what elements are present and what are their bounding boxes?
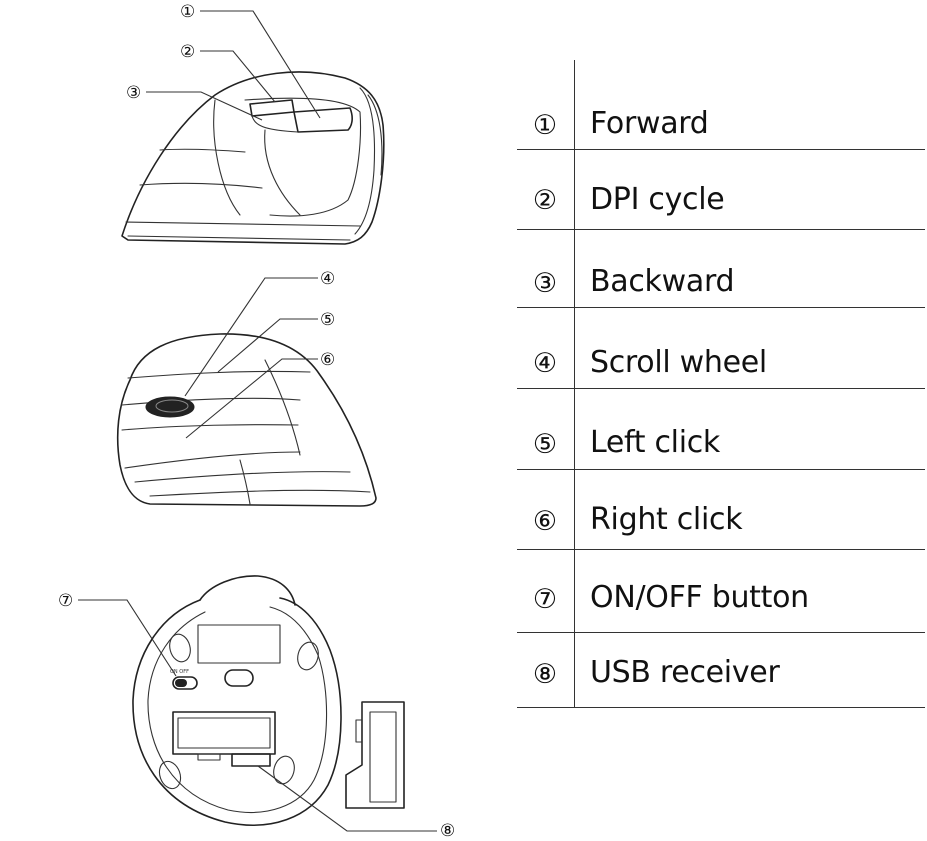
svg-text:①: ① [180, 2, 195, 22]
callout-8: ⑧ [257, 765, 455, 841]
svg-text:③: ③ [126, 83, 141, 103]
svg-text:ON OFF: ON OFF [170, 669, 189, 675]
legend-row: ⑧ USB receiver [517, 633, 925, 708]
callout-1: ① [180, 2, 321, 119]
callout-7: ⑦ [58, 591, 177, 677]
svg-text:④: ④ [320, 269, 335, 289]
legend-label: USB receiver [590, 655, 780, 690]
legend-row: ④ Scroll wheel [517, 308, 925, 389]
legend-row: ⑤ Left click [517, 389, 925, 470]
legend-rule [517, 468, 925, 470]
legend-number: ⑥ [532, 506, 558, 537]
legend-rule [517, 228, 925, 230]
legend-label: Forward [590, 106, 709, 141]
legend-number: ⑤ [532, 429, 558, 460]
legend-rule [517, 148, 925, 150]
legend-number: ④ [532, 348, 558, 379]
legend-row: ② DPI cycle [517, 150, 925, 230]
legend-number: ⑧ [532, 659, 558, 690]
legend-label: Backward [590, 264, 735, 299]
callout-5: ⑤ [217, 310, 335, 373]
legend-table: ① Forward ② DPI cycle ③ Backward ④ Scrol… [517, 60, 925, 708]
legend-rule [517, 631, 925, 633]
mouse-front-view-icon [116, 333, 377, 507]
legend-row: ⑦ ON/OFF button [517, 550, 925, 633]
callout-6: ⑥ [185, 350, 335, 439]
legend-number: ② [532, 185, 558, 216]
callout-3: ③ [126, 83, 263, 121]
legend-rule [517, 548, 925, 550]
legend-number: ① [532, 110, 558, 141]
callout-4: ④ [184, 269, 335, 397]
legend-rule [517, 306, 925, 308]
svg-text:⑤: ⑤ [320, 310, 335, 330]
legend-rule [517, 706, 925, 708]
legend-label: Left click [590, 425, 721, 460]
legend-number: ⑦ [532, 584, 558, 615]
mouse-bottom-view-icon: ON OFF [132, 575, 342, 826]
legend-label: Right click [590, 502, 743, 537]
legend-label: Scroll wheel [590, 345, 767, 380]
mouse-side-view-icon [121, 71, 385, 245]
legend-label: ON/OFF button [590, 580, 809, 615]
legend-row: ⑥ Right click [517, 470, 925, 550]
legend-row: ① Forward [517, 60, 925, 150]
legend-label: DPI cycle [590, 182, 725, 217]
legend-row: ③ Backward [517, 230, 925, 308]
usb-receiver-icon [345, 701, 405, 809]
svg-text:⑦: ⑦ [58, 591, 73, 611]
legend-divider [574, 60, 576, 708]
legend-rule [517, 387, 925, 389]
legend-number: ③ [532, 268, 558, 299]
svg-text:⑥: ⑥ [320, 350, 335, 370]
svg-text:②: ② [180, 42, 195, 62]
callout-2: ② [180, 42, 276, 103]
svg-text:⑧: ⑧ [440, 821, 455, 841]
